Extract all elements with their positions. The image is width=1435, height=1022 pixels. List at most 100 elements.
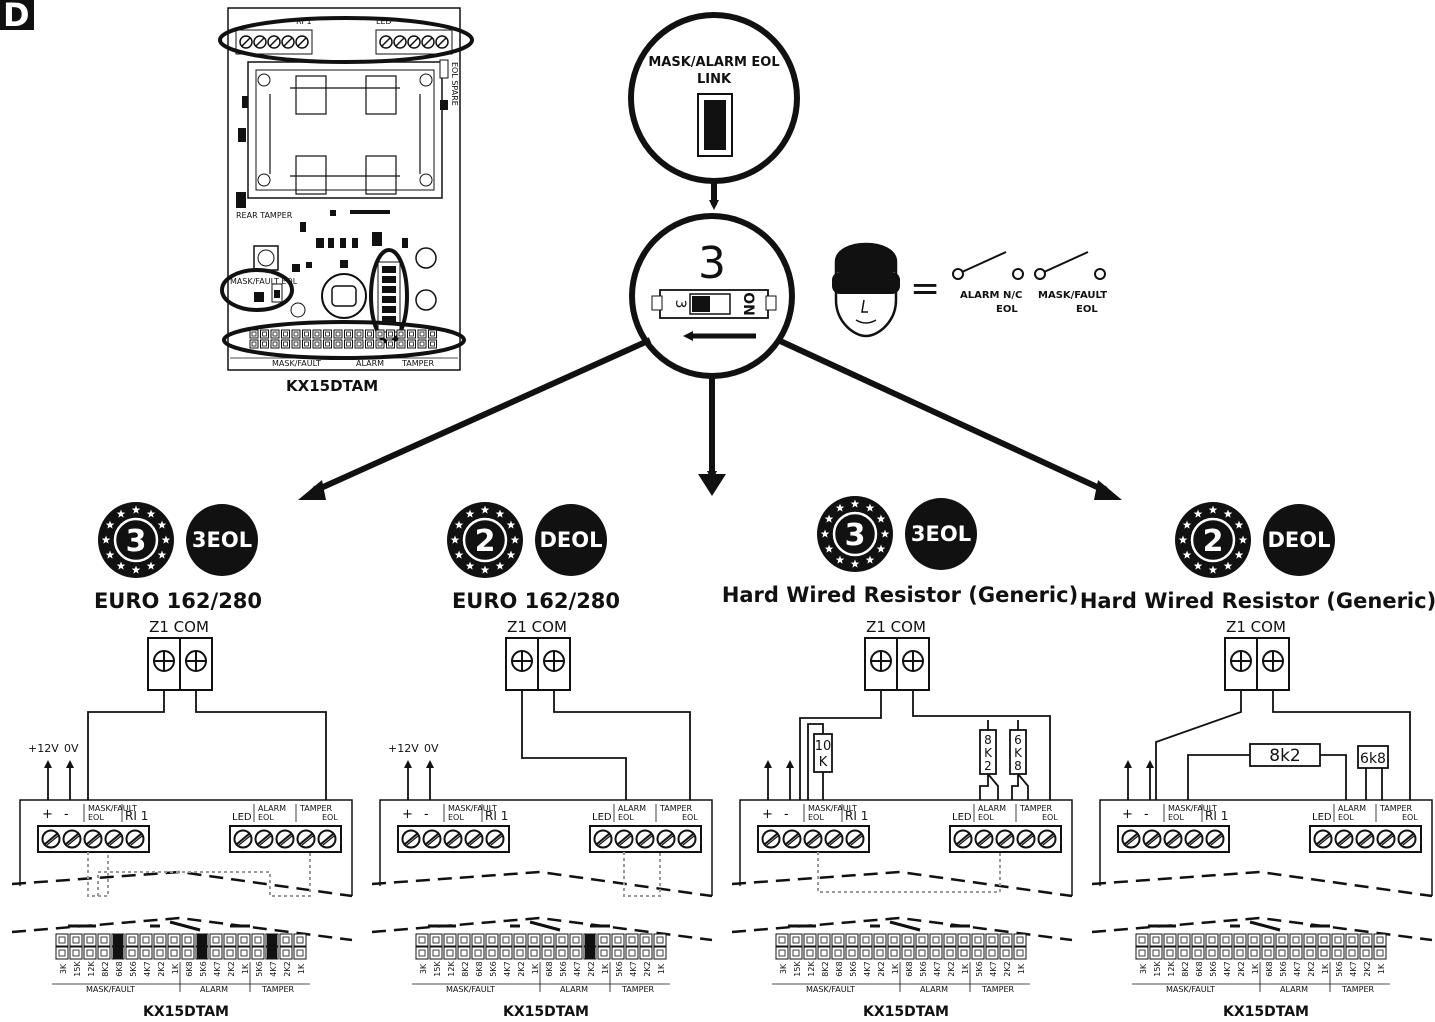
panel-2-pin-label: 4K7 [503,961,512,976]
panel-1-title: EURO 162/280 [94,589,262,613]
panel-2-pin-label: 6K8 [475,961,484,976]
panel-4-z1com-terminal [1224,637,1290,691]
panel-4-pin-label: 2K2 [1307,961,1316,976]
switch-on-label: ON [740,292,756,316]
panel-2-tamper: TAMPER [659,804,693,813]
panel-4-pin-label: 4K7 [1223,961,1232,976]
panel-1-jumper [197,934,207,959]
panel-2-eol-link-paths [623,852,661,897]
panel-3-left-terminal-strip [757,825,870,853]
panel-3-resistor-10k-b: K [819,755,828,770]
panel-2-title: EURO 162/280 [452,589,620,613]
panel-3-pin-label: 5K6 [919,961,928,976]
panel-4-tamper-eol: EOL [1402,813,1418,822]
panel-2-zone-badge: 2 [447,502,523,578]
board-label-ri1: RI 1 [296,17,312,26]
panel-3-led: LED [952,812,972,823]
panel-2-mask-eol: EOL [448,813,464,822]
panel-2-pin-label: 1K [601,963,610,974]
panel-1-wires [44,690,327,800]
board-group-alarm: ALARM [356,359,384,368]
link-callout: MASK/ALARM EOL LINK [628,12,800,184]
panel-2-left-terminal-strip [397,825,510,853]
panel-1-pin-label: 1K [171,963,180,974]
panel-3-model: KX15DTAM [863,1004,949,1020]
panel-2-pin-label: 1K [657,963,666,974]
board-mask-eol-label: MASK/FAULT EOL [230,277,298,286]
panel-3-zone-badge-number: 3 [845,518,866,553]
detector-board: RI 1 LED EOL SPARE REAR TAMPER [218,7,474,371]
panel-3-plus: + [762,807,773,822]
panel-2-eol-label: DEOL [539,528,602,552]
panel-3-pin-label: 6K8 [835,961,844,976]
panel-4-alarm-eol: EOL [1338,813,1354,822]
panel-2-pin-label: 2K2 [517,961,526,976]
panel-4-pin-label: 3K [1139,963,1148,974]
step-letter-box [0,0,34,30]
panel-1-pin-label: 4K7 [269,961,278,976]
panel-3-resistor-8k2-1: K [984,746,993,760]
panel-4-pin-label: 6K8 [1195,961,1204,976]
panel-4-group-mask: MASK/FAULT [1166,985,1215,994]
panel-1-right-terminal-strip [229,825,342,853]
panel-3-resistor-6k8-0: 6 [1014,733,1022,747]
panel-3-eol-label: 3EOL [911,522,971,546]
board-group-tamper: TAMPER [401,359,435,368]
arrow-to-panel-1 [307,337,652,495]
panel-3-wires [764,690,1051,800]
panel-2-model: KX15DTAM [503,1004,589,1020]
panel-4-pin-label: 2K2 [1237,961,1246,976]
panel-4-pin-label: 1K [1251,963,1260,974]
panel-3-tamper-eol: EOL [1042,813,1058,822]
panel-1-pin-label: 2K2 [283,961,292,976]
board-top-left-terminals: RI 1 [235,17,313,55]
panel-2-pin-label: 5K6 [489,961,498,976]
panel-3-pin-label: 4K7 [863,961,872,976]
panel-2-v12: +12V [388,742,419,755]
panel-1-zone-badge: 3 [98,502,174,578]
panel-2-alarm: ALARM [618,804,646,813]
board-model-label: KX15DTAM [286,377,378,395]
panel-3-eol-link-paths [817,852,1001,893]
panel-1-z1com-label: Z1 COM [149,618,209,636]
panel-4-z1com-label: Z1 COM [1226,618,1286,636]
panel-3-pin-label: 4K7 [989,961,998,976]
panel-4-wires [1124,690,1411,800]
panel-1-group-mask: MASK/FAULT [86,985,135,994]
panel-4-resistor-8k2: 8k2 [1269,746,1300,766]
panel-3-zone-badge: 3 [817,496,893,572]
panel-1-v12: +12V [28,742,59,755]
panel-4-mask-label: MASK/FAULT [1168,804,1217,813]
panel-1-pin-label: 1K [241,963,250,974]
panel-1-pin-label: 5K6 [255,961,264,976]
link-callout-line2: LINK [697,72,732,87]
panel-1-pin-label: 5K6 [129,961,138,976]
panel-3-pin-label: 15K [793,961,802,977]
board-rear-tamper-label: REAR TAMPER [236,211,293,220]
panel-1-pin-label: 3K [59,963,68,974]
panel-1-v0: 0V [64,742,79,755]
panel-2-right-terminal-strip [589,825,702,853]
panel-1-alarm: ALARM [258,804,286,813]
panel-3-pin-label: 6K8 [905,961,914,976]
panel-3-group-alarm: ALARM [920,985,948,994]
panel-3-title: Hard Wired Resistor (Generic) [722,583,1078,607]
panel-4-zone-badge-number: 2 [1203,524,1224,559]
legend-alarm-1: ALARM N/C [960,290,1022,301]
panel-4-pin-label: 12K [1167,961,1176,977]
legend-equals: = [910,268,940,309]
panel-1-mask-label: MASK/FAULT [88,804,137,813]
panel-2-v0: 0V [424,742,439,755]
panel-4-pin-label: 8K2 [1181,961,1190,976]
panel-3-alarm: ALARM [978,804,1006,813]
panel-1-pin-label: 1K [297,963,306,974]
panel-2-minus: - [424,807,429,822]
panel-3-pin-label: 1K [891,963,900,974]
panel-2-pin-label: 2K2 [643,961,652,976]
panel-4-resistor-6k8: 6k8 [1360,751,1386,767]
panel-3-mask-label: MASK/FAULT [808,804,857,813]
